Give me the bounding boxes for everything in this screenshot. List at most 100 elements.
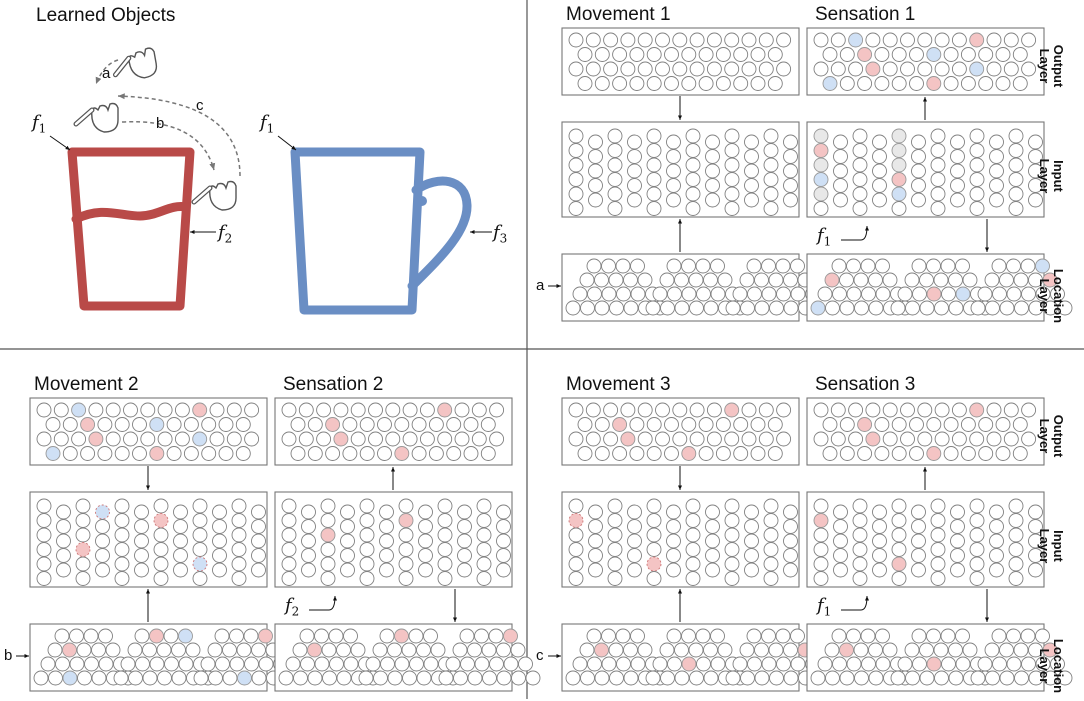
cell — [685, 128, 701, 144]
cell — [437, 542, 453, 557]
cell — [890, 300, 906, 316]
cell — [646, 128, 662, 144]
cell — [768, 272, 784, 288]
cell — [627, 178, 642, 193]
cell — [890, 670, 906, 686]
cell — [767, 446, 783, 461]
cell — [904, 272, 920, 288]
cell — [995, 417, 1011, 432]
cell — [833, 519, 848, 534]
cell — [825, 300, 840, 316]
cell — [1006, 628, 1021, 644]
cell — [860, 258, 876, 274]
cell — [848, 61, 864, 77]
cell — [134, 548, 149, 563]
cell — [105, 402, 121, 418]
cell — [783, 670, 799, 686]
cell — [419, 431, 435, 447]
cell — [281, 498, 297, 514]
cell — [999, 300, 1015, 316]
cell — [930, 571, 946, 586]
cell — [76, 642, 92, 658]
cell — [872, 134, 887, 150]
cell — [594, 642, 609, 658]
cell — [166, 417, 182, 432]
cell — [438, 670, 454, 686]
cell — [359, 417, 375, 432]
cell — [891, 186, 907, 202]
cell — [833, 134, 848, 150]
cell — [476, 513, 492, 528]
cell — [607, 186, 623, 202]
cell — [950, 562, 965, 578]
cell — [278, 670, 294, 686]
cell — [214, 628, 230, 644]
cell — [398, 542, 414, 557]
cell — [868, 272, 883, 288]
cell — [848, 32, 864, 48]
pointing-hand-icon — [128, 47, 158, 79]
cell — [951, 431, 967, 447]
cell — [930, 556, 946, 572]
cell — [999, 642, 1014, 658]
location-layer-cells — [810, 258, 1073, 316]
cell — [1008, 186, 1024, 202]
cell — [951, 61, 967, 77]
cell — [1028, 192, 1043, 208]
cell — [75, 513, 91, 528]
hand-finger-fill — [192, 186, 212, 204]
cell — [891, 417, 907, 432]
cell — [437, 498, 453, 514]
cell — [1006, 258, 1021, 274]
cell — [588, 149, 603, 164]
cell — [62, 670, 78, 686]
cell — [846, 656, 862, 672]
cell — [950, 192, 965, 208]
cell — [379, 548, 394, 563]
cell — [985, 670, 1000, 686]
cell — [904, 642, 920, 658]
cell — [594, 47, 610, 62]
cell — [848, 431, 864, 447]
cell — [813, 431, 829, 447]
cell — [969, 172, 985, 187]
cell — [379, 628, 395, 644]
cell — [852, 498, 868, 514]
cell — [1008, 157, 1024, 173]
cell — [872, 562, 887, 578]
cell — [754, 642, 769, 658]
cell — [463, 417, 479, 432]
cell — [36, 527, 52, 543]
cell — [153, 527, 169, 543]
cell — [813, 32, 829, 48]
cell — [222, 670, 238, 686]
cell — [623, 642, 638, 658]
cell — [71, 402, 87, 418]
cell — [969, 571, 985, 586]
cell — [1008, 143, 1024, 158]
cell — [943, 47, 959, 62]
cell — [453, 670, 468, 686]
cell — [1006, 656, 1022, 672]
cell — [481, 642, 497, 658]
cell — [646, 556, 662, 572]
cell — [585, 32, 601, 48]
cell — [446, 417, 462, 432]
cell — [173, 533, 188, 549]
cell — [476, 556, 492, 572]
cell — [874, 76, 890, 91]
cell — [1028, 504, 1043, 520]
cell — [891, 446, 907, 461]
cell — [758, 32, 774, 48]
cell — [715, 446, 731, 461]
cell — [763, 556, 779, 572]
cell — [646, 513, 662, 528]
cell — [950, 163, 965, 179]
cell — [627, 533, 642, 549]
cell — [637, 272, 653, 288]
cell — [813, 128, 829, 144]
cell — [394, 628, 409, 644]
cell — [934, 431, 950, 447]
cell — [926, 628, 941, 644]
cell — [813, 498, 829, 514]
